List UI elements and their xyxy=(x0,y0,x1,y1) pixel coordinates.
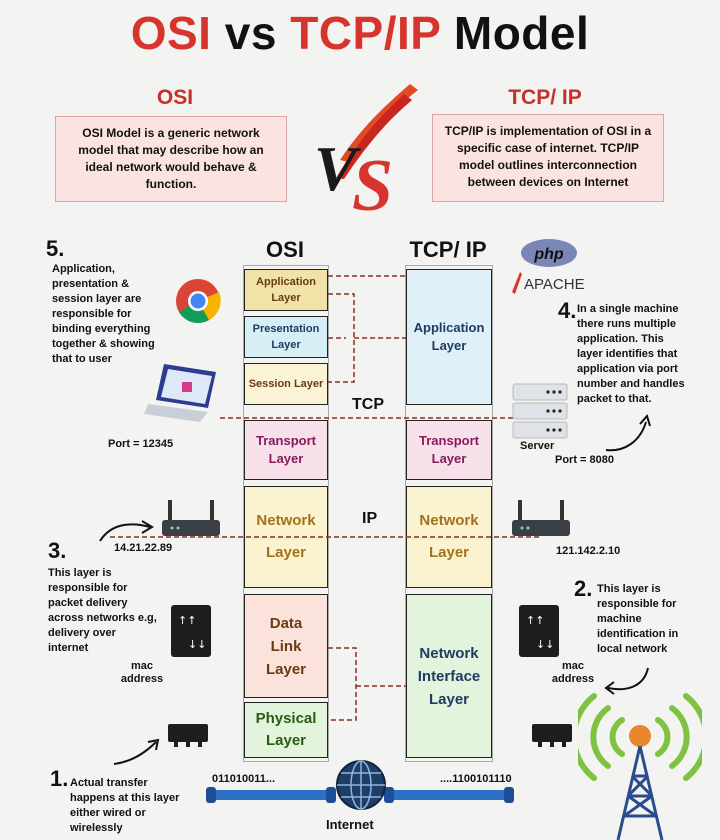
php-logo: php xyxy=(521,239,577,267)
tcpip-layer-network-label: Network Layer xyxy=(419,512,479,561)
apache-logo: APACHE xyxy=(512,272,585,294)
mac-left-label: mac address xyxy=(120,660,164,685)
router-icon-right xyxy=(512,500,570,536)
connector-icon-right xyxy=(532,724,572,747)
tcp-label: TCP xyxy=(352,396,384,413)
bits-left-label: 011010011... xyxy=(212,773,276,785)
tcpip-layer-application: Application Layer xyxy=(406,269,492,405)
server-label: Server xyxy=(520,440,555,452)
note-4-number: 4. xyxy=(558,298,577,323)
osi-layer-network-label: Network Layer xyxy=(256,512,316,561)
tcpip-layer-network-interface: Network Interface Layer xyxy=(406,594,492,758)
svg-text:S: S xyxy=(352,145,393,227)
tcpip-layer-network-interface-label: Network Interface Layer xyxy=(417,644,481,708)
page-title: OSI vs TCP/IP Model xyxy=(0,6,720,60)
svg-text:↑↑: ↑↑ xyxy=(178,614,196,627)
tcpip-description: TCP/IP is implementation of OSI in a spe… xyxy=(432,114,664,202)
tcpip-layer-transport: Transport Layer xyxy=(406,420,492,480)
switch-icon-right: ↑↑ ↓↓ xyxy=(519,605,559,657)
title-vs: vs xyxy=(224,7,277,59)
osi-layer-physical: Physical Layer xyxy=(244,702,328,758)
osi-layer-physical-label: Physical Layer xyxy=(255,710,317,749)
mac-right-label: mac address xyxy=(551,660,595,685)
port-left-label: Port = 12345 xyxy=(108,438,174,450)
arrow-icon-note2 xyxy=(604,667,649,695)
link-bracket xyxy=(328,647,357,721)
arrow-icon-note1 xyxy=(113,738,160,765)
osi-stack xyxy=(243,265,329,762)
ip-label: IP xyxy=(362,510,378,527)
tcpip-stack-heading: TCP/ IP xyxy=(409,237,487,262)
osi-layer-session: Session Layer xyxy=(244,363,328,405)
globe-icon xyxy=(336,760,386,810)
arrow-icon-note4 xyxy=(605,413,651,452)
svg-text:↓↓: ↓↓ xyxy=(188,638,206,651)
title-model: Model xyxy=(453,7,590,59)
note-5-text: Application, presentation & session laye… xyxy=(52,263,155,365)
app-bracket xyxy=(328,293,355,383)
note-1-number: 1. xyxy=(50,766,69,791)
osi-layer-presentation-label: Presentation Layer xyxy=(252,323,320,351)
port-right-label: Port = 8080 xyxy=(555,454,615,466)
note-3-text: This layer is responsible for packet del… xyxy=(48,567,157,654)
wireless-tower-icon xyxy=(578,693,702,840)
svg-text:↓↓: ↓↓ xyxy=(536,638,554,651)
server-icon xyxy=(512,383,568,439)
ip-right-label: 121.142.2.10 xyxy=(556,545,621,557)
tcpip-intro-heading: TCP/ IP xyxy=(508,86,582,109)
php-text: php xyxy=(533,246,564,263)
osi-stack-heading: OSI xyxy=(266,237,304,262)
osi-layer-transport-label: Transport Layer xyxy=(256,433,316,466)
title-tcpip: TCP/IP xyxy=(290,7,441,59)
cable-graphic xyxy=(206,787,514,803)
osi-description: OSI Model is a generic network model tha… xyxy=(55,116,287,202)
osi-layer-data-link: Data Link Layer xyxy=(244,594,328,698)
osi-layer-data-link-label: Data Link Layer xyxy=(265,614,307,678)
bits-right-label: ....1100101110 xyxy=(440,773,512,785)
osi-layer-transport: Transport Layer xyxy=(244,420,328,480)
title-osi: OSI xyxy=(130,7,212,59)
arrow-icon-note3 xyxy=(99,520,154,542)
note-3-number: 3. xyxy=(48,538,67,563)
router-icon-left xyxy=(162,500,220,536)
osi-layer-presentation: Presentation Layer xyxy=(244,316,328,358)
osi-layer-application-label: Application Layer xyxy=(256,276,316,304)
svg-text:↑↑: ↑↑ xyxy=(526,614,544,627)
tcpip-layer-transport-label: Transport Layer xyxy=(419,433,479,466)
tcpip-layer-application-label: Application Layer xyxy=(413,320,485,353)
internet-label: Internet xyxy=(326,817,374,832)
apache-text: APACHE xyxy=(524,276,585,293)
osi-layer-session-label: Session Layer xyxy=(248,378,324,390)
note-2-number: 2. xyxy=(574,576,593,601)
connector-icon-left xyxy=(168,724,208,747)
svg-text:V: V xyxy=(314,133,362,204)
switch-icon-left: ↑↑ ↓↓ xyxy=(171,605,211,657)
note-2-text: This layer is responsible for machine id… xyxy=(597,583,679,655)
note-4-text: In a single machine there runs multiple … xyxy=(577,303,685,405)
laptop-icon xyxy=(144,364,216,422)
note-1-text: Actual transfer happens at this layer ei… xyxy=(70,777,180,834)
vs-logo: V S xyxy=(314,84,418,227)
osi-intro-heading: OSI xyxy=(156,86,194,109)
tcpip-stack xyxy=(405,265,493,762)
note-5-number: 5. xyxy=(46,236,65,261)
ip-left-label: 14.21.22.89 xyxy=(114,542,173,554)
chrome-icon xyxy=(176,279,221,323)
osi-layer-application: Application Layer xyxy=(244,269,328,311)
